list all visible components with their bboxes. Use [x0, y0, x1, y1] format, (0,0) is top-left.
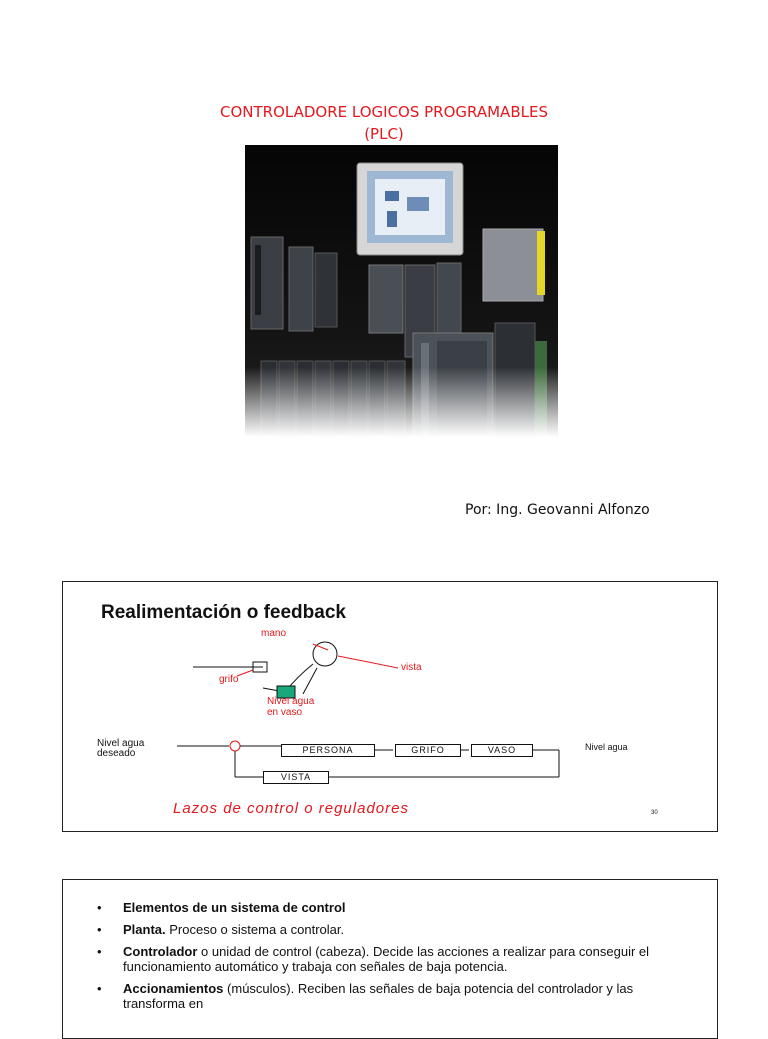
block-grifo: GRIFO [395, 744, 461, 757]
slide-caption: Lazos de control o reguladores [173, 800, 409, 817]
label-nivel-vaso-2: en vaso [267, 707, 303, 718]
item-term: Planta. [123, 922, 166, 937]
list-item: Controlador o unidad de control (cabeza)… [93, 944, 693, 974]
item-text: (músculos). Reciben las señales de baja … [123, 981, 634, 1011]
list-item: Elementos de un sistema de control [93, 900, 693, 915]
block-persona: PERSONA [281, 744, 375, 757]
item-text: o unidad de control (cabeza). Decide las… [123, 944, 650, 974]
label-nivel-vaso-1: Nivel agua [267, 696, 315, 707]
document-title-line2: (PLC) [364, 125, 404, 143]
document-title-line1: CONTROLADORE LOGICOS PROGRAMABLES [220, 103, 548, 121]
feedback-slide: Realimentación o feedback mano vista gri… [62, 581, 718, 832]
plc-hardware-photo [245, 145, 558, 467]
author-credit: Por: Ing. Geovanni Alfonzo [465, 502, 650, 518]
control-elements-slide: Elementos de un sistema de control Plant… [62, 879, 718, 1039]
list-item: Planta. Proceso o sistema a controlar. [93, 922, 693, 937]
label-grifo: grifo [219, 674, 239, 685]
bullet-list: Elementos de un sistema de control Plant… [93, 900, 693, 1018]
item-term: Elementos de un sistema de control [123, 900, 346, 915]
label-mano: mano [261, 628, 287, 639]
item-term: Controlador [123, 944, 198, 959]
item-term: Accionamientos [123, 981, 224, 996]
label-nivel-deseado-2: deseado [97, 748, 136, 759]
page-number: 30 [651, 810, 658, 816]
block-vista: VISTA [263, 771, 329, 784]
slide-title: Realimentación o feedback [101, 602, 346, 623]
list-item: Accionamientos (músculos). Reciben las s… [93, 981, 693, 1011]
item-text: Proceso o sistema a controlar. [165, 922, 345, 937]
label-nivel-deseado-1: Nivel agua [97, 738, 145, 749]
block-vaso: VASO [471, 744, 533, 757]
label-vista: vista [401, 662, 422, 673]
feedback-diagram [177, 641, 560, 778]
label-nivel-salida: Nivel agua [585, 742, 628, 752]
